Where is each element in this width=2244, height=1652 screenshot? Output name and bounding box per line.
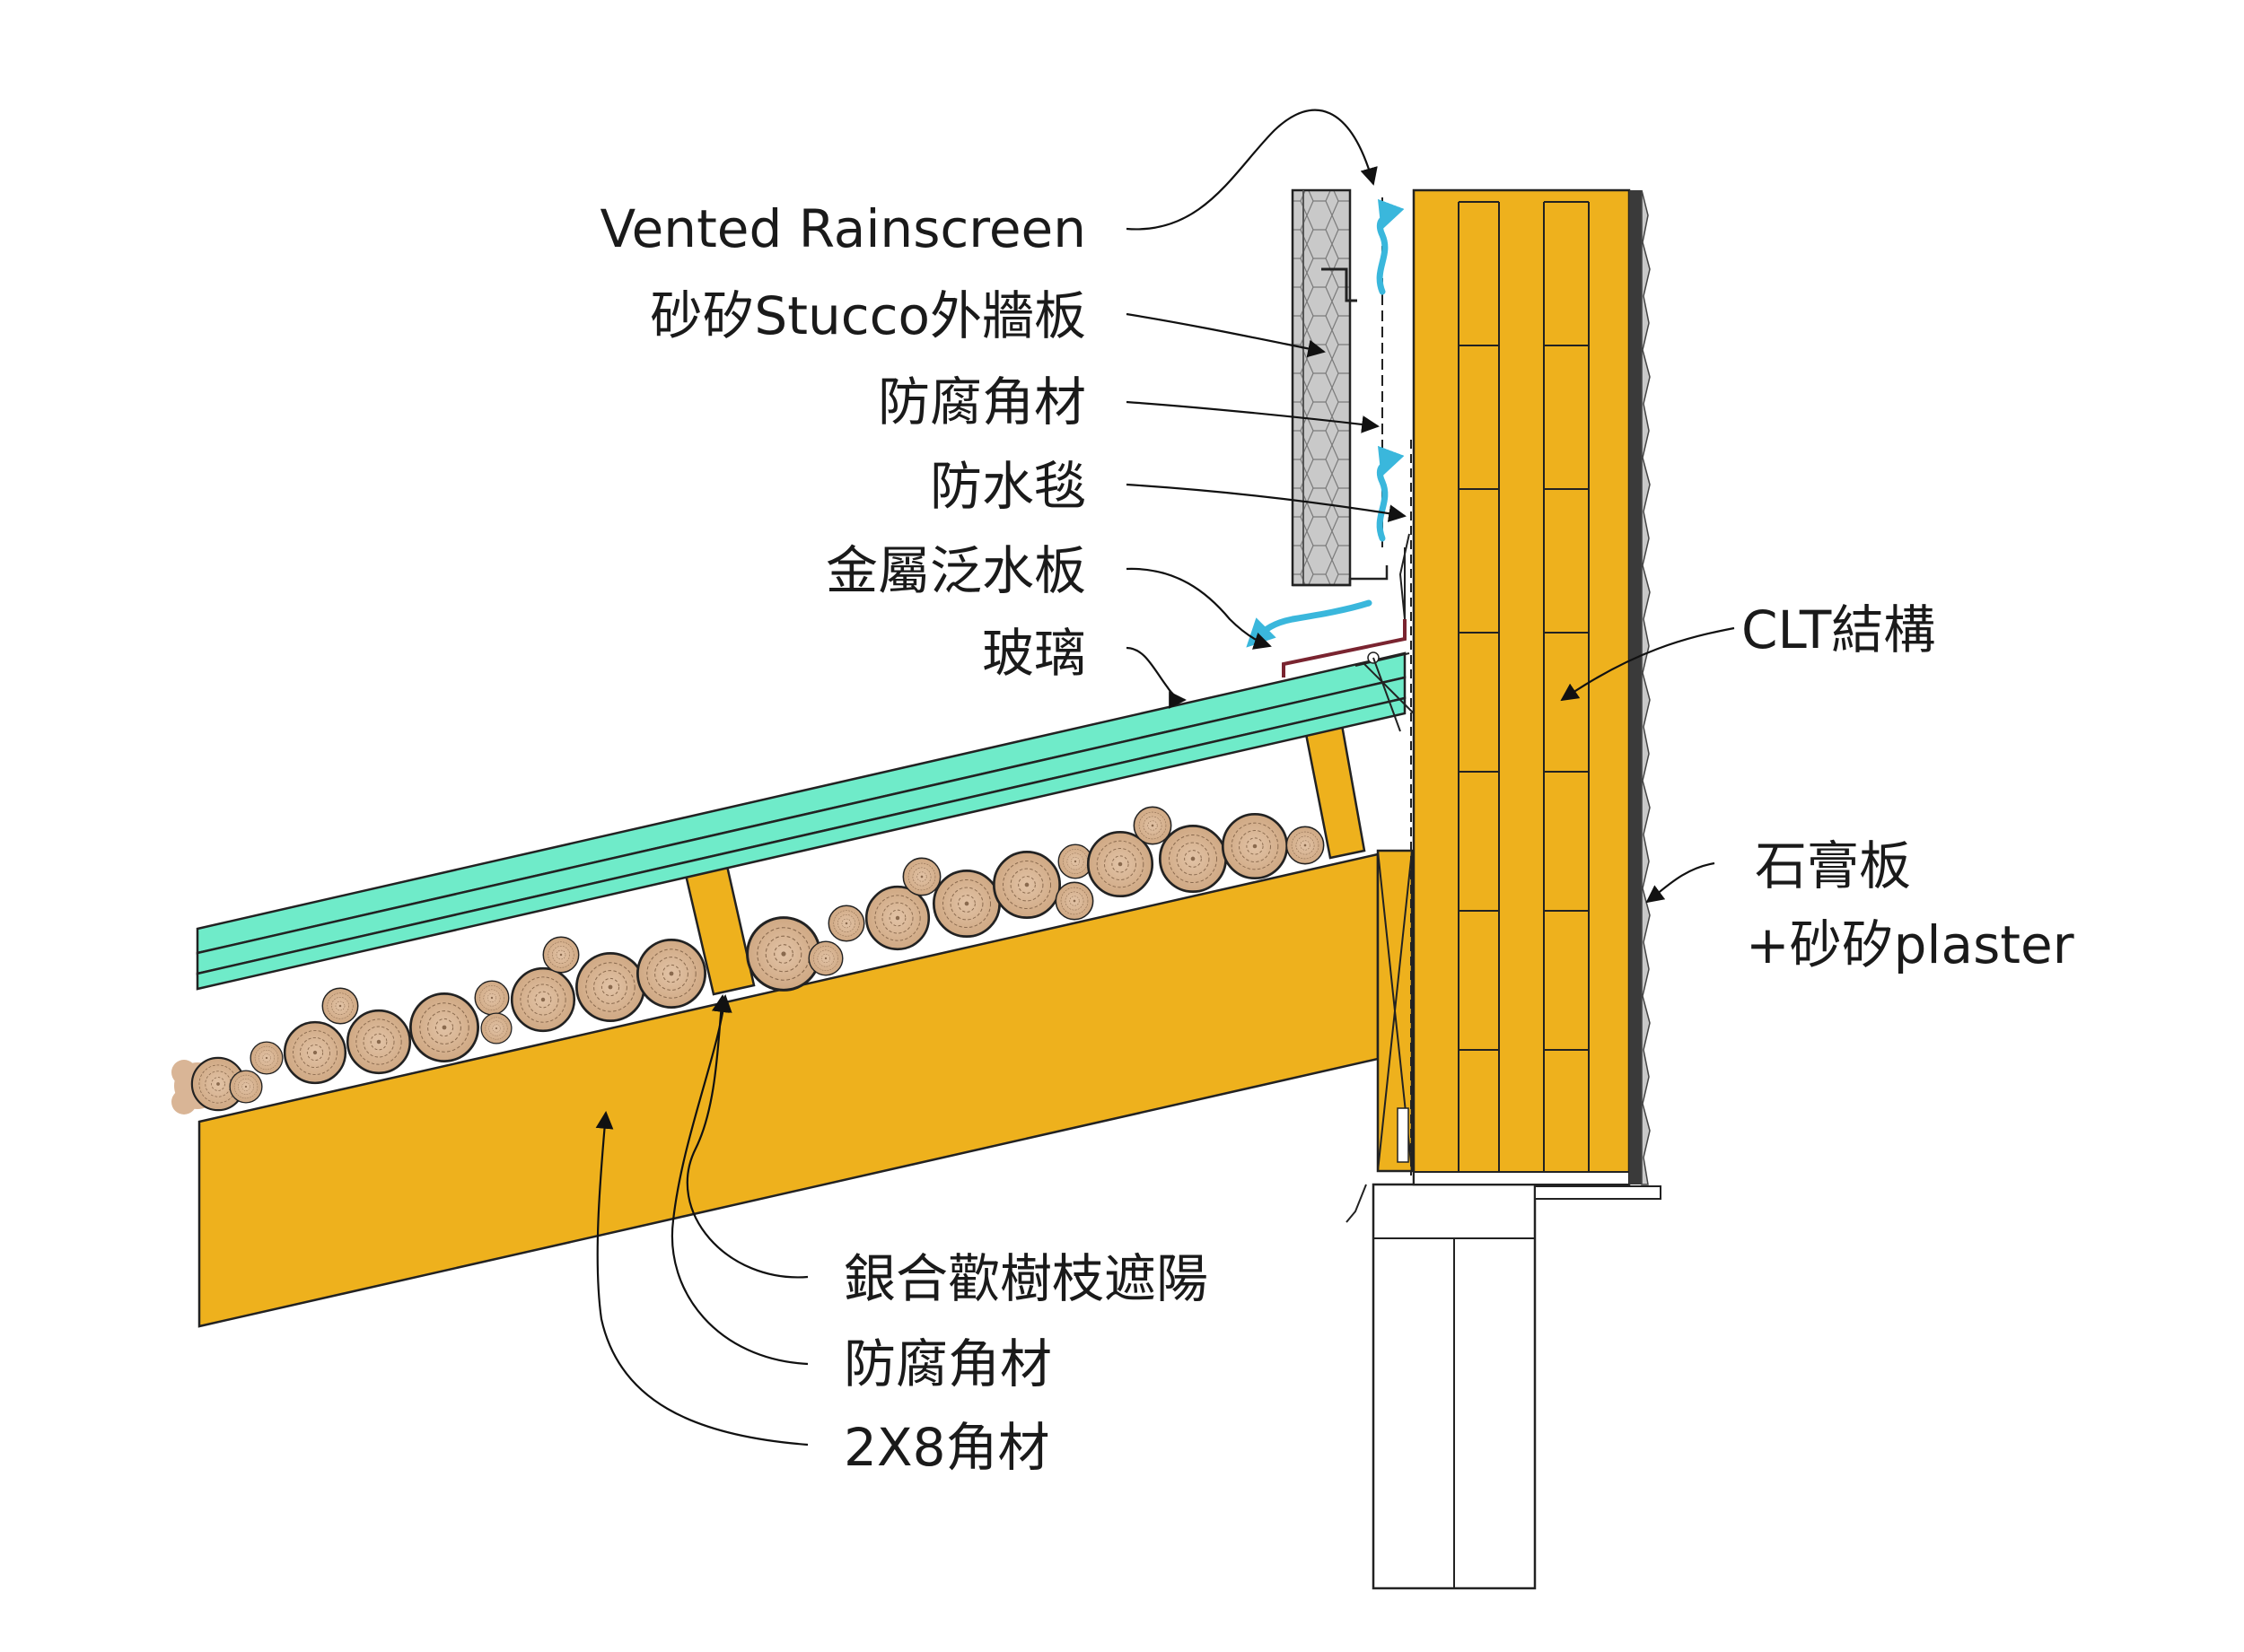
label-preserved-batten-top: 防腐角材 xyxy=(878,371,1086,433)
metal-flashing xyxy=(1282,533,1410,677)
label-stucco-panel: 砂矽Stucco外牆板 xyxy=(650,285,1086,346)
label-vented-rainscreen: Vented Rainscreen xyxy=(600,198,1086,259)
airflow-arrow-icon xyxy=(1376,198,1405,542)
rafter-end-block xyxy=(1376,849,1414,1173)
drainage-arrow-icon xyxy=(1246,599,1372,648)
label-preserved-batten-bottom: 防腐角材 xyxy=(844,1333,1052,1394)
label-gypsum-board: 石膏板 xyxy=(1755,835,1911,896)
labels: Vented Rainscreen 砂矽Stucco外牆板 防腐角材 防水毯 金… xyxy=(600,198,2073,1478)
glass-roof xyxy=(196,651,1415,991)
label-waterproof-membrane: 防水毯 xyxy=(930,456,1086,517)
acacia-branch-shade xyxy=(171,806,1325,1114)
label-plaster: +砂矽plaster xyxy=(1746,914,2074,975)
leader-lines xyxy=(595,109,1735,1447)
gypsum-plaster-layer xyxy=(1629,189,1651,1185)
label-lumber-2x8: 2X8角材 xyxy=(844,1417,1050,1478)
stucco-panel xyxy=(1291,188,1389,587)
label-glass: 玻璃 xyxy=(982,623,1086,684)
clt-wall xyxy=(1412,188,1631,1186)
label-acacia-branch-shade: 銀合歡樹枝遮陽 xyxy=(844,1248,1208,1309)
support-column xyxy=(1346,1183,1661,1590)
label-metal-flashing: 金屬泛水板 xyxy=(826,540,1086,601)
label-clt-structure: CLT結構 xyxy=(1741,599,1935,660)
